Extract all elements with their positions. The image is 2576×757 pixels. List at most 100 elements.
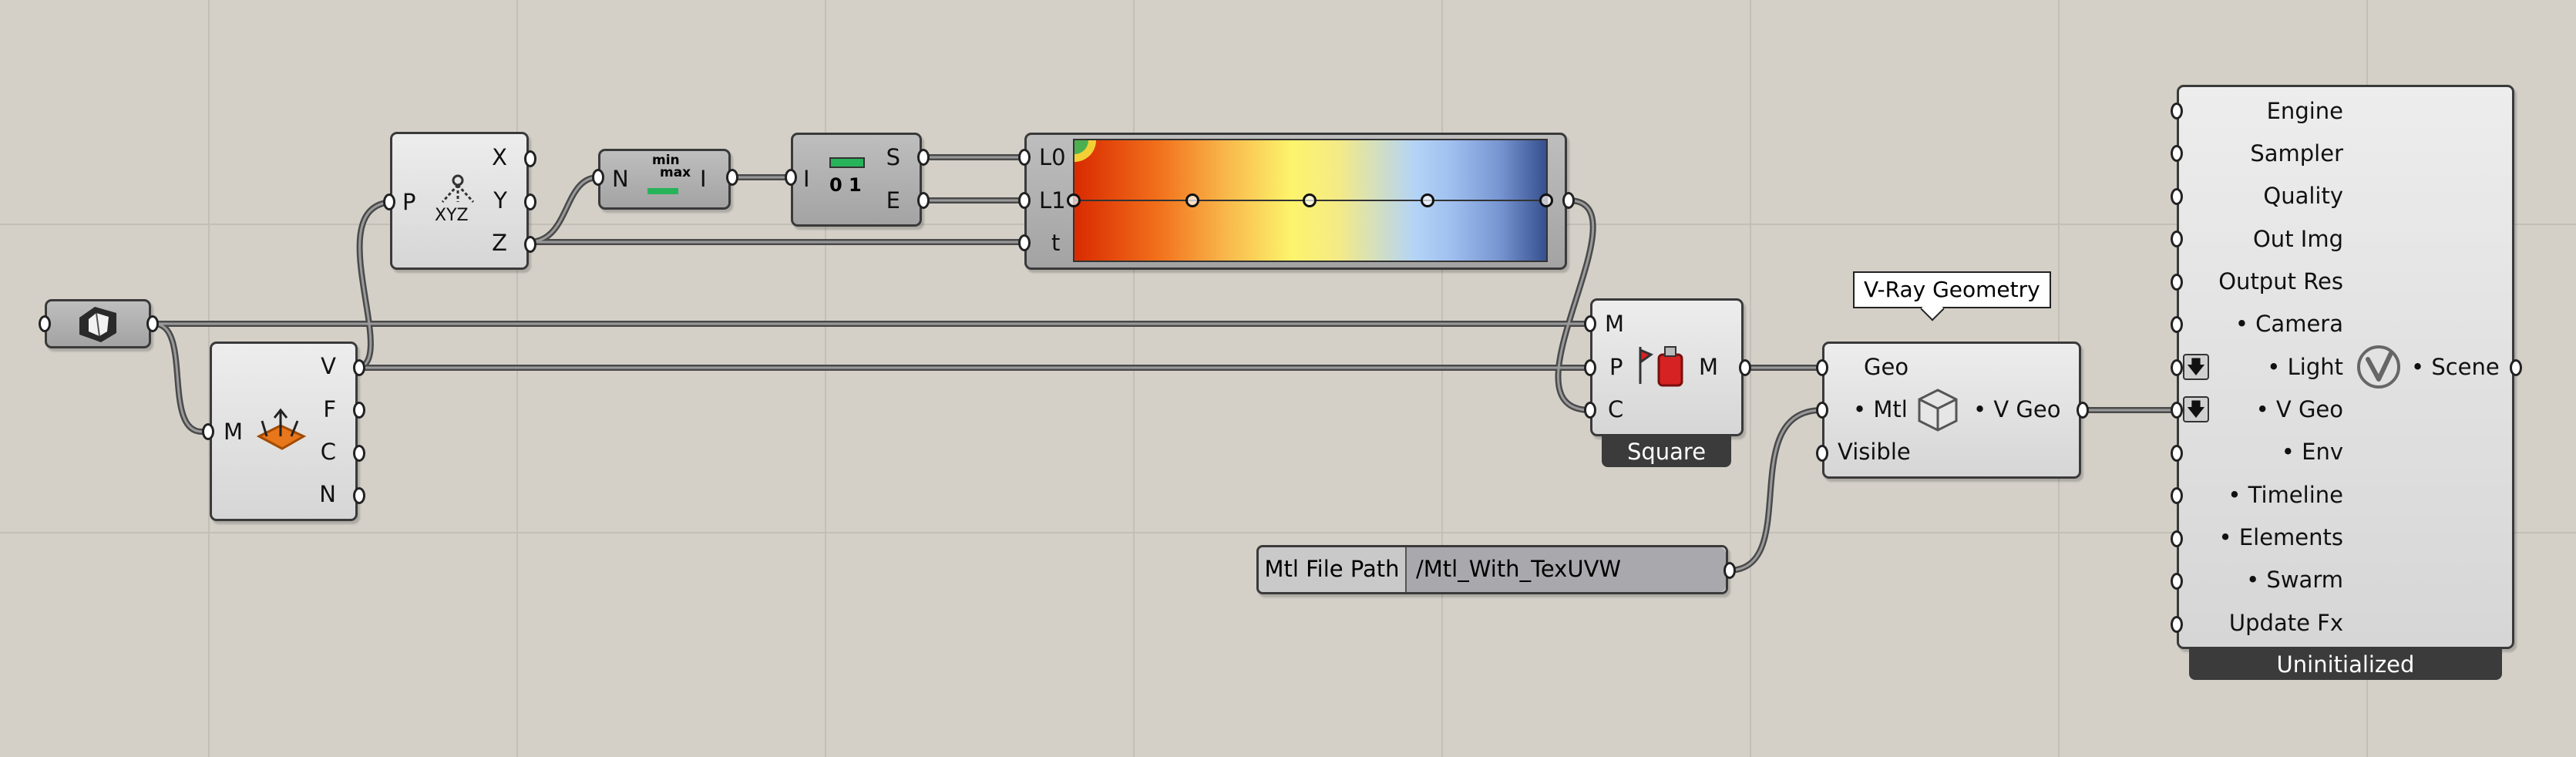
face-normals-input-m: M [224, 419, 244, 445]
flatten-arrow-icon: 🡇 [2183, 396, 2209, 422]
vray-geometry-in-mtl-port[interactable] [1816, 402, 1828, 419]
gradient-input-t: t [1051, 230, 1061, 256]
vray-scene-input-elements: • Elements [2218, 524, 2344, 550]
brep-in-port[interactable] [39, 315, 51, 332]
mtl-file-path-out-port[interactable] [1723, 562, 1736, 579]
vray-scene-in-sampler-port[interactable] [2171, 145, 2183, 162]
vray-geometry-out-vgeo-port[interactable] [2077, 402, 2089, 419]
wire-mtl-to-vray-mtl [1725, 407, 1825, 574]
deconstruct-point-output-y: Y [493, 187, 507, 214]
bounds-component[interactable] [598, 149, 731, 210]
custom-preview-input-c: C [1608, 396, 1624, 422]
paint-bucket-icon [1639, 346, 1683, 387]
gradient-grip-1[interactable] [1067, 193, 1081, 207]
vray-scene-input-quality: Quality [2263, 183, 2343, 209]
face-normals-out-n-port[interactable] [353, 487, 365, 504]
deconstruct-domain-out-s-port[interactable] [917, 149, 930, 166]
vray-scene-input-vgeo: • V Geo [2255, 396, 2343, 422]
vray-scene-input-camera: • Camera [2235, 311, 2343, 337]
custom-preview-input-m: M [1605, 311, 1625, 337]
vray-scene-input-engine: Engine [2266, 98, 2343, 124]
gradient-input-l1: L1 [1039, 187, 1066, 214]
custom-preview-in-p-port[interactable] [1584, 359, 1596, 376]
brep-icon [79, 307, 116, 342]
brep-out-port[interactable] [146, 315, 159, 332]
gradient-grip-3[interactable] [1303, 193, 1317, 207]
face-normals-output-f: F [323, 396, 336, 422]
wire-z-to-bounds [526, 174, 601, 245]
gradient-out-port[interactable] [1562, 192, 1575, 209]
bounds-out-i-port[interactable] [726, 169, 738, 186]
deconstruct-domain-output-s: S [886, 144, 900, 170]
vray-logo-icon [2357, 345, 2400, 389]
deconstruct-point-out-y-port[interactable] [524, 193, 536, 210]
vray-scene-in-env-port[interactable] [2171, 445, 2183, 462]
face-normals-component[interactable] [210, 341, 358, 521]
vray-scene-in-elements-port[interactable] [2171, 530, 2183, 547]
gradient-grip-5[interactable] [1539, 193, 1553, 207]
face-normals-icon [256, 408, 307, 450]
face-normals-out-v-port[interactable] [353, 359, 365, 376]
vray-scene-in-vgeo-port[interactable] [2171, 402, 2183, 419]
face-normals-output-n: N [319, 481, 336, 507]
vray-scene-in-swarm-port[interactable] [2171, 573, 2183, 590]
custom-preview-in-m-port[interactable] [1584, 315, 1596, 332]
vray-geometry-input-visible: Visible [1838, 439, 1911, 465]
cube-icon [1918, 389, 1958, 432]
deconstruct-point-output-z: Z [492, 230, 507, 256]
vray-geometry-output-vgeo: • V Geo [1973, 396, 2061, 422]
deconstruct-domain-out-e-port[interactable] [917, 192, 930, 209]
vray-scene-in-out-img-port[interactable] [2171, 230, 2183, 247]
deconstruct-point-out-x-port[interactable] [524, 150, 536, 167]
xyz-deconstruct-icon: XYZ [435, 174, 475, 224]
vray-geometry-in-visible-port[interactable] [1816, 445, 1828, 462]
vray-scene-input-sampler: Sampler [2250, 140, 2343, 167]
gradient-in-l0-port[interactable] [1018, 149, 1031, 166]
vray-geometry-input-mtl: • Mtl [1853, 396, 1908, 422]
vray-scene-input-output-res: Output Res [2218, 268, 2343, 294]
gradient-corner-icon [1074, 140, 1096, 162]
vray-scene-in-output-res-port[interactable] [2171, 274, 2183, 291]
vray-scene-in-quality-port[interactable] [2171, 188, 2183, 205]
vray-scene-in-engine-port[interactable] [2171, 103, 2183, 119]
vray-scene-input-update-fx: Update Fx [2228, 610, 2343, 636]
bounds-in-n-port[interactable] [592, 169, 604, 186]
gradient-in-l1-port[interactable] [1018, 192, 1031, 209]
vray-scene-in-update-fx-port[interactable] [2171, 616, 2183, 633]
gradient-in-t-port[interactable] [1018, 234, 1031, 251]
face-normals-output-v: V [321, 353, 336, 379]
domain-icon: 0 1 [823, 153, 869, 204]
deconstruct-point-input-p: P [402, 189, 416, 215]
mtl-file-path-value[interactable]: /Mtl_With_TexUVW [1407, 547, 1726, 592]
deconstruct-point-in-p-port[interactable] [383, 193, 395, 210]
face-normals-output-c: C [320, 439, 336, 465]
deconstruct-domain-component[interactable] [791, 133, 922, 227]
vray-scene-out-scene-port[interactable] [2510, 359, 2522, 376]
custom-preview-output-m: M [1699, 354, 1719, 380]
face-normals-out-f-port[interactable] [353, 402, 365, 419]
gradient-grip-4[interactable] [1421, 193, 1434, 207]
custom-preview-input-p: P [1609, 354, 1623, 380]
custom-preview-out-m-port[interactable] [1739, 359, 1751, 376]
gradient-grip-2[interactable] [1185, 193, 1199, 207]
vray-scene-input-env: • Env [2281, 439, 2343, 465]
bounds-icon: min max [637, 153, 691, 204]
vray-geometry-tooltip: V-Ray Geometry [1853, 271, 2051, 308]
bounds-output-i: I [700, 166, 707, 192]
vray-geometry-in-geo-port[interactable] [1816, 359, 1828, 376]
bounds-input-n: N [612, 166, 629, 192]
flatten-arrow-icon: 🡇 [2183, 354, 2209, 380]
deconstruct-domain-in-i-port[interactable] [785, 169, 797, 186]
deconstruct-point-out-z-port[interactable] [524, 236, 536, 253]
custom-preview-in-c-port[interactable] [1584, 402, 1596, 419]
vray-scene-in-light-port[interactable] [2171, 359, 2183, 376]
vray-scene-component[interactable] [2177, 85, 2514, 649]
vray-scene-in-camera-port[interactable] [2171, 316, 2183, 333]
vray-scene-in-timeline-port[interactable] [2171, 487, 2183, 504]
face-normals-out-c-port[interactable] [353, 445, 365, 462]
vray-scene-input-light: • Light [2267, 354, 2343, 380]
face-normals-in-m-port[interactable] [202, 423, 214, 440]
mtl-file-path-label: Mtl File Path [1259, 547, 1407, 592]
vray-scene-output-scene: • Scene [2411, 354, 2500, 380]
